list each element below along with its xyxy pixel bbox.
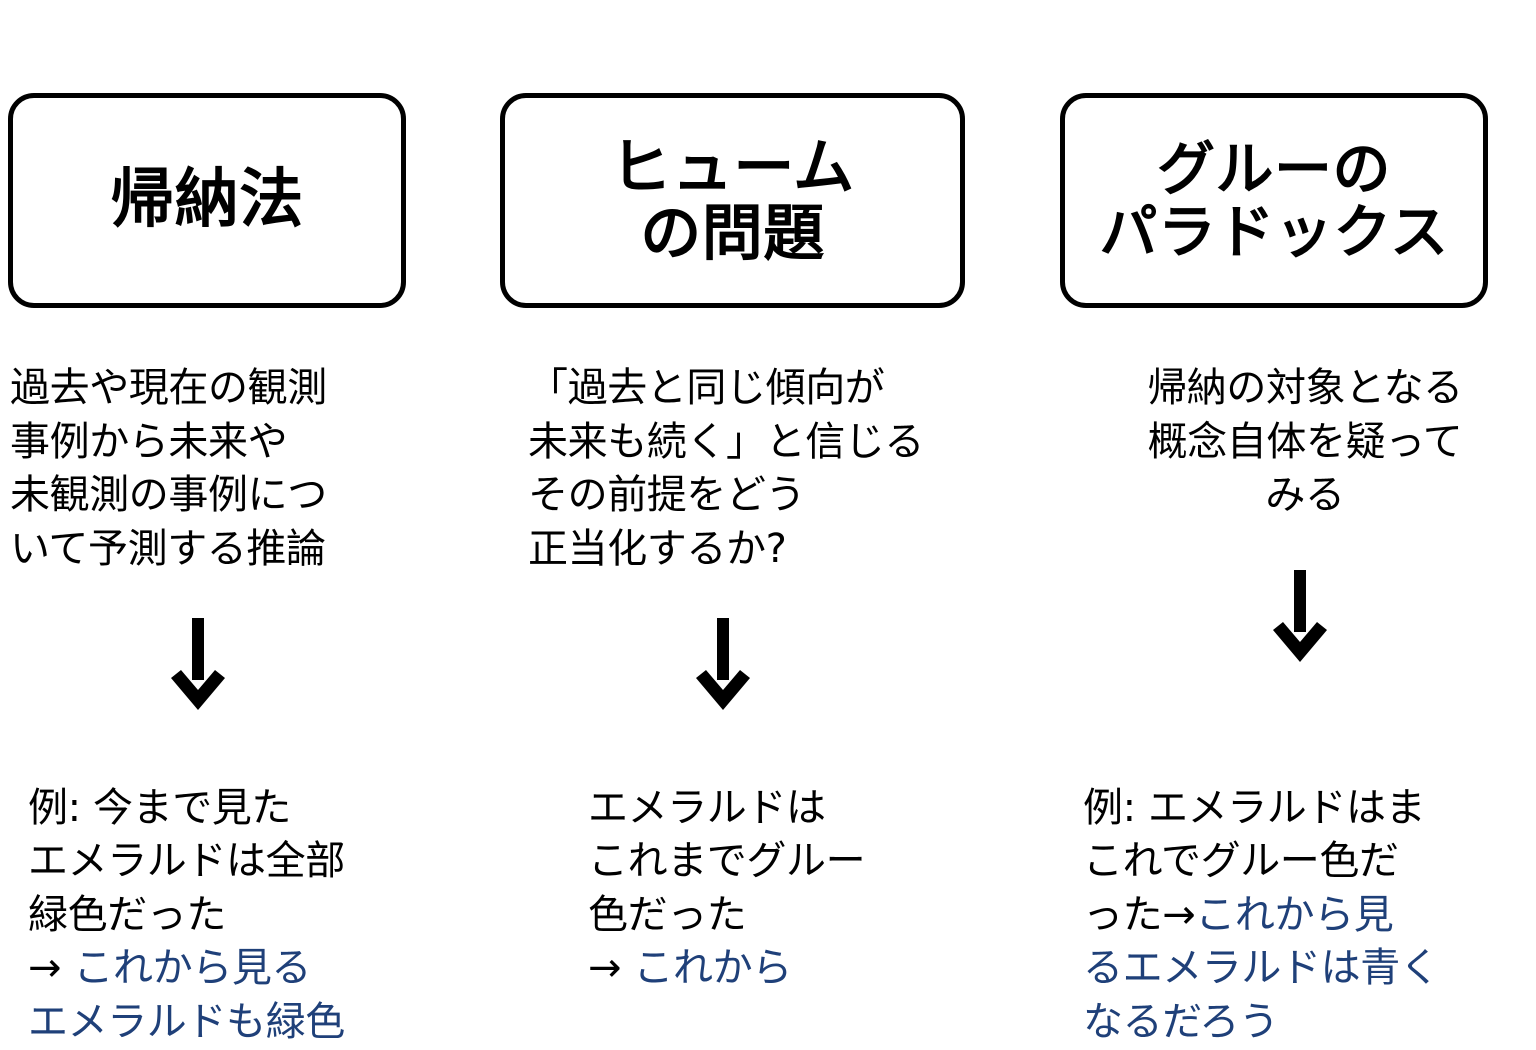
title-box-hume-problem: ヒューム の問題 [500, 93, 965, 308]
example-premise-hume-problem: エメラルドは これまでグルー 色だった → [588, 784, 866, 992]
title-label-grue-paradox: グルーの パラドックス [1099, 134, 1449, 266]
description-grue-paradox: 帰納の対象となる 概念自体を疑って みる [1147, 365, 1463, 519]
down-arrow-icon-induction [171, 618, 225, 710]
example-grue-paradox: 例: エメラルドはま これでグルー色だ った→これから見 るエメラルドは青く な… [1083, 728, 1536, 1050]
title-label-hume-problem: ヒューム の問題 [610, 131, 855, 269]
description-hume-problem: 「過去と同じ傾向が 未来も続く」と信じる その前提をどう 正当化するか? [528, 365, 924, 572]
column-hume-problem: ヒューム の問題 「過去と同じ傾向が 未来も続く」と信じる その前提をどう 正当… [495, 0, 985, 1024]
down-arrow-icon-grue-paradox [1273, 570, 1327, 662]
down-arrow-icon-hume-problem [696, 618, 750, 710]
example-premise-induction: 例: 今まで見た エメラルドは全部 緑色だった → [28, 784, 345, 992]
title-box-induction: 帰納法 [8, 93, 406, 308]
example-conclusion-hume-problem: これから [633, 945, 792, 992]
example-premise-grue-paradox: 例: エメラルドはま これでグルー色だ った→ [1083, 784, 1426, 938]
column-grue-paradox: グルーの パラドックス 帰納の対象となる 概念自体を疑って みる 例: エメラル… [1055, 0, 1536, 1045]
title-label-induction: 帰納法 [110, 162, 304, 237]
example-conclusion-induction: これから見る エメラルドも緑色 [28, 945, 345, 1045]
title-box-grue-paradox: グルーの パラドックス [1060, 93, 1488, 308]
example-induction: 例: 今まで見た エメラルドは全部 緑色だった → これから見る エメラルドも緑… [28, 728, 488, 1050]
column-induction: 帰納法 過去や現在の観測 事例から未来や 未観測の事例につ いて予測する推論 例… [0, 0, 470, 1045]
description-induction: 過去や現在の観測 事例から未来や 未観測の事例につ いて予測する推論 [10, 365, 327, 572]
example-hume-problem: エメラルドは これまでグルー 色だった → これから [588, 728, 1028, 996]
